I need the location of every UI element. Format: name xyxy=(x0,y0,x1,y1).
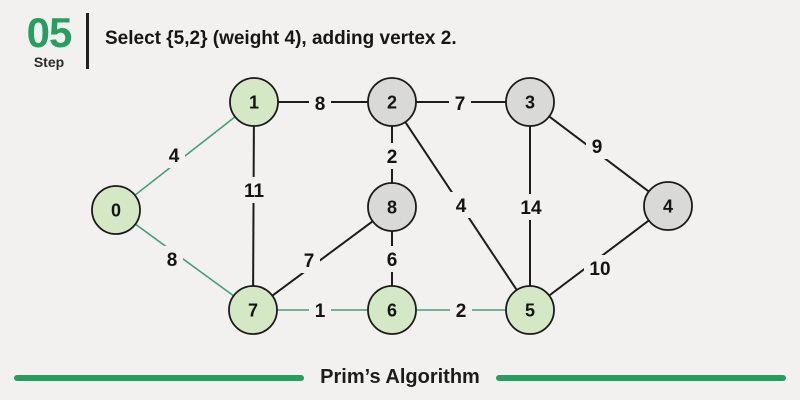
edge-weight-6-5: 2 xyxy=(456,301,467,322)
graph-node-1 xyxy=(229,77,279,127)
graph-node-label-8: 8 xyxy=(387,198,397,218)
graph-node-label-7: 7 xyxy=(248,301,258,321)
edge-weight-gap-8-6 xyxy=(381,246,403,272)
graph-node-7 xyxy=(228,285,278,335)
footer-rule-right xyxy=(495,374,786,381)
step-indicator: 05 Step xyxy=(24,9,74,71)
edge-weight-gap-0-7 xyxy=(161,246,183,272)
graph-node-5 xyxy=(505,285,555,335)
header-divider xyxy=(86,13,89,69)
edge-weight-gap-3-4 xyxy=(586,133,608,159)
edge-weight-1-2: 8 xyxy=(315,94,326,115)
edge-weight-3-5: 14 xyxy=(520,198,542,219)
graph-node-6 xyxy=(367,285,417,335)
edge-0-7 xyxy=(115,209,254,311)
edge-1-7 xyxy=(252,101,255,311)
step-title: Select {5,2} (weight 4), adding vertex 2… xyxy=(105,28,457,49)
graph-node-0 xyxy=(91,185,141,235)
edge-weight-gap-3-5 xyxy=(515,194,547,220)
edge-weight-gap-5-4 xyxy=(584,255,616,281)
footer: Prim’s Algorithm xyxy=(0,366,800,389)
edge-weight-5-4: 10 xyxy=(589,259,610,280)
edge-weight-0-1: 4 xyxy=(169,146,180,167)
edge-weight-1-7: 11 xyxy=(244,181,265,202)
graph-node-label-0: 0 xyxy=(111,201,121,221)
edge-weight-gap-0-1 xyxy=(163,142,185,168)
edge-weight-2-3: 7 xyxy=(455,94,466,115)
edge-weight-gap-2-5 xyxy=(450,192,472,218)
step-label: Step xyxy=(33,54,65,70)
step-number: 05 xyxy=(26,9,73,56)
edge-weight-3-4: 9 xyxy=(592,137,603,158)
edge-weight-gap-2-8 xyxy=(381,143,403,169)
graph-node-2 xyxy=(367,77,417,127)
graph-node-8 xyxy=(367,182,417,232)
edge-weight-gap-6-5 xyxy=(450,297,472,323)
edge-weight-gap-7-6 xyxy=(309,297,331,323)
edge-weight-gap-8-7 xyxy=(298,247,320,273)
footer-title: Prim’s Algorithm xyxy=(320,366,480,388)
graph-node-3 xyxy=(505,77,555,127)
step-header: 05 Step Select {5,2} (weight 4), adding … xyxy=(24,9,457,71)
edge-weight-gap-2-3 xyxy=(449,90,471,116)
edge-weight-2-8: 2 xyxy=(387,147,398,168)
graph-node-label-3: 3 xyxy=(525,93,535,113)
graph-node-label-1: 1 xyxy=(249,93,259,113)
edge-8-7 xyxy=(252,206,393,311)
graph-node-label-6: 6 xyxy=(387,301,397,321)
edge-weight-8-7: 7 xyxy=(304,251,315,272)
graph-node-4 xyxy=(643,181,693,231)
graph-node-label-2: 2 xyxy=(387,93,397,113)
edge-weight-2-5: 4 xyxy=(456,196,467,217)
graph-node-label-5: 5 xyxy=(525,301,535,321)
edge-weight-gap-1-7 xyxy=(238,177,270,203)
graph-node-label-4: 4 xyxy=(663,197,673,217)
edge-weight-8-6: 6 xyxy=(387,250,398,271)
edge-weight-0-7: 8 xyxy=(167,250,178,271)
edge-weight-7-6: 1 xyxy=(315,301,326,322)
footer-rule-left xyxy=(14,374,305,381)
edge-weight-gap-1-2 xyxy=(309,90,331,116)
